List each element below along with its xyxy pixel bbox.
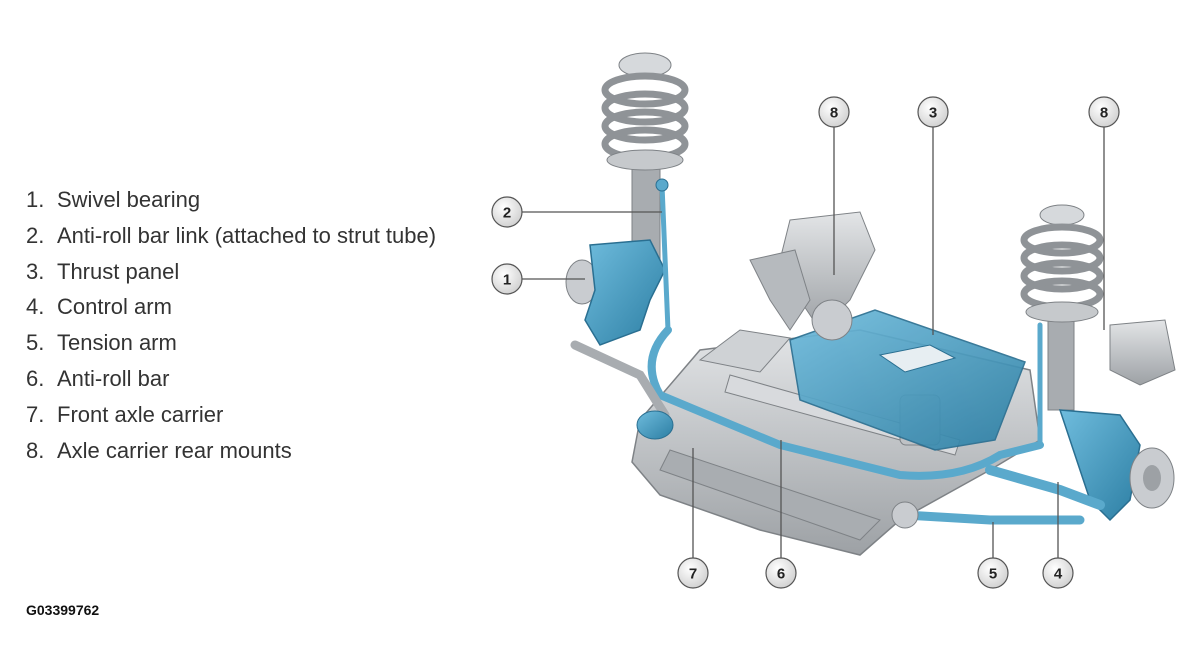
callout-5: 5	[977, 557, 1009, 589]
strut-right	[1020, 204, 1104, 411]
svg-text:3: 3	[929, 105, 937, 122]
anti-roll-bar	[647, 326, 1044, 480]
tension-arm-bushing	[891, 501, 919, 529]
legend-item-thrust-panel: 3.Thrust panel	[26, 258, 180, 284]
callout-7: 7	[677, 557, 709, 589]
anti-roll-bar-link-left	[659, 182, 671, 333]
anti-roll-bar-link-joint	[655, 178, 669, 192]
strut-left	[601, 52, 689, 266]
swivel-bearing-right	[1058, 409, 1175, 522]
tension-arm	[900, 510, 1085, 525]
leader-lines	[522, 126, 1105, 558]
left-lower-arm	[570, 340, 670, 420]
svg-text:5: 5	[989, 566, 997, 583]
rear-mount-left	[749, 211, 876, 341]
legend-item-swivel-bearing: 1.Swivel bearing	[26, 187, 201, 212]
thrust-panel-cutout	[878, 344, 957, 373]
thrust-panel	[789, 309, 1026, 451]
legend-item-anti-roll-bar-link: 2.Anti-roll bar link (attached to strut …	[26, 222, 437, 248]
control-arm	[985, 465, 1105, 510]
legend-list: 1.Swivel bearing 2.Anti-roll bar link (a…	[26, 182, 436, 468]
callout-4: 4	[1042, 557, 1074, 589]
figure-id: G03399762	[26, 602, 100, 618]
callout-8-right: 8	[1088, 96, 1120, 128]
svg-text:4: 4	[1054, 566, 1063, 583]
legend-item-axle-carrier-rear-mounts: 8.Axle carrier rear mounts	[26, 437, 292, 463]
rear-mount-right	[1109, 319, 1176, 386]
callout-2: 2	[491, 196, 523, 228]
legend-item-front-axle-carrier: 7.Front axle carrier	[26, 401, 224, 427]
legend-item-control-arm: 4.Control arm	[26, 294, 172, 320]
svg-text:2: 2	[503, 205, 511, 222]
svg-text:6: 6	[777, 566, 785, 583]
callout-6: 6	[765, 557, 797, 589]
svg-text:8: 8	[1100, 105, 1108, 122]
swivel-bearing-left	[565, 239, 666, 346]
svg-text:7: 7	[689, 566, 697, 583]
callout-8-left: 8	[818, 96, 850, 128]
svg-text:8: 8	[830, 105, 838, 122]
legend-item-anti-roll-bar: 6.Anti-roll bar	[26, 365, 170, 391]
legend-item-tension-arm: 5.Tension arm	[26, 330, 177, 356]
callout-1: 1	[491, 263, 523, 295]
left-lower-bushing	[636, 410, 674, 440]
svg-text:1: 1	[503, 272, 511, 289]
callout-3: 3	[917, 96, 949, 128]
